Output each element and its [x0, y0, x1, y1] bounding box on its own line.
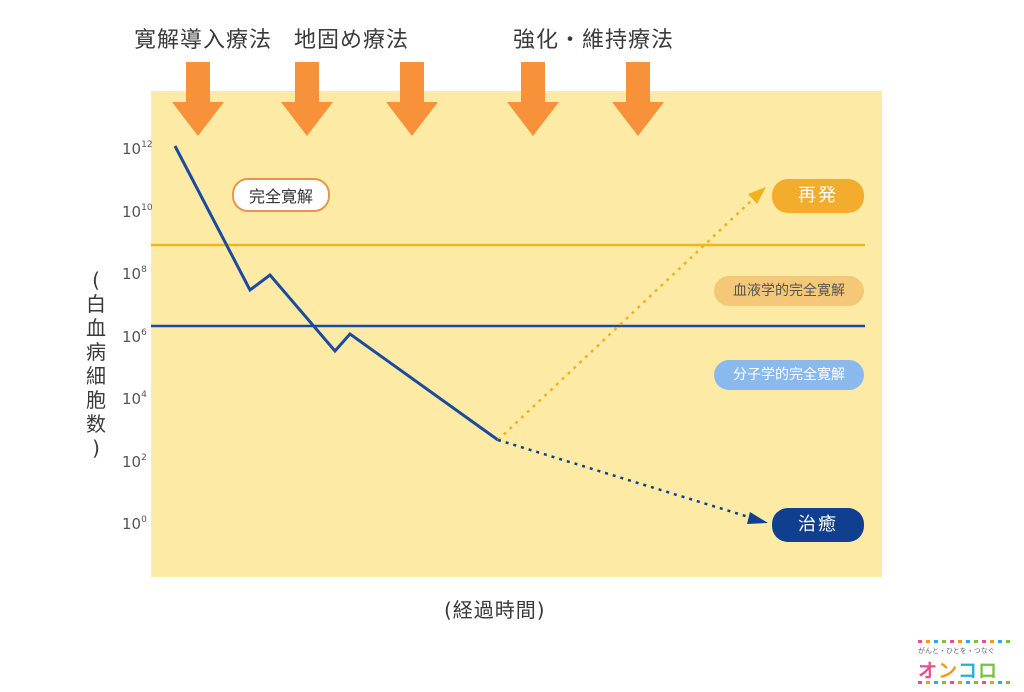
y-tick-label: 102: [122, 452, 147, 471]
logo-dot-row: [918, 681, 1014, 684]
y-tick-label: 100: [122, 515, 147, 533]
phase-label-maintenance: 強化・維持療法: [513, 28, 675, 53]
y-axis-label: (白血病細胞数): [84, 268, 108, 460]
y-axis-label-char: 病: [86, 340, 106, 364]
relapse-dotted-line: [497, 199, 753, 441]
treatment-arrow: [281, 62, 333, 136]
y-axis-label-char: 数: [86, 412, 106, 436]
cure-label: 治癒: [772, 508, 864, 542]
y-tick-label: 106: [122, 327, 147, 346]
treatment-arrow: [386, 62, 438, 136]
relapse-arrowhead: [748, 187, 766, 204]
logo-name: オンコロ: [918, 660, 999, 682]
y-axis-label-char: 白: [86, 292, 106, 316]
oncolo-logo: がんと・ひとを・つなぐ オンコロ: [918, 640, 1014, 684]
logo-tagline: がんと・ひとを・つなぐ: [918, 647, 995, 655]
y-axis-label-char: 胞: [86, 388, 106, 412]
treatment-arrow: [172, 62, 224, 136]
logo-dot-row: [918, 640, 1014, 643]
leukemia-cell-count-line: [173, 145, 499, 442]
y-tick-label: 1010: [122, 202, 153, 221]
cure-arrowhead: [747, 512, 768, 524]
complete-remission-label: 完全寛解: [232, 178, 330, 212]
y-tick-label: 104: [122, 390, 147, 408]
y-axis-label-char: ): [92, 436, 100, 460]
treatment-arrow: [507, 62, 559, 136]
phase-label-consolidation: 地固め療法: [294, 28, 410, 53]
relapse-label: 再発: [772, 179, 864, 213]
chart-panel: [151, 91, 882, 577]
treatment-arrow: [612, 62, 664, 136]
y-axis-label-char: (: [92, 268, 100, 292]
y-tick-label: 1012: [122, 140, 153, 158]
y-axis-label-char: 血: [86, 316, 106, 340]
y-axis-label-char: 細: [86, 364, 106, 388]
treatment-arrows: [172, 62, 664, 136]
molecular-cr-label: 分子学的完全寛解: [714, 360, 864, 390]
x-axis-label: (経過時間): [444, 598, 546, 622]
hematologic-cr-label: 血液学的完全寛解: [714, 276, 864, 306]
phase-label-induction: 寛解導入療法: [134, 28, 273, 53]
y-tick-label: 108: [122, 265, 147, 283]
